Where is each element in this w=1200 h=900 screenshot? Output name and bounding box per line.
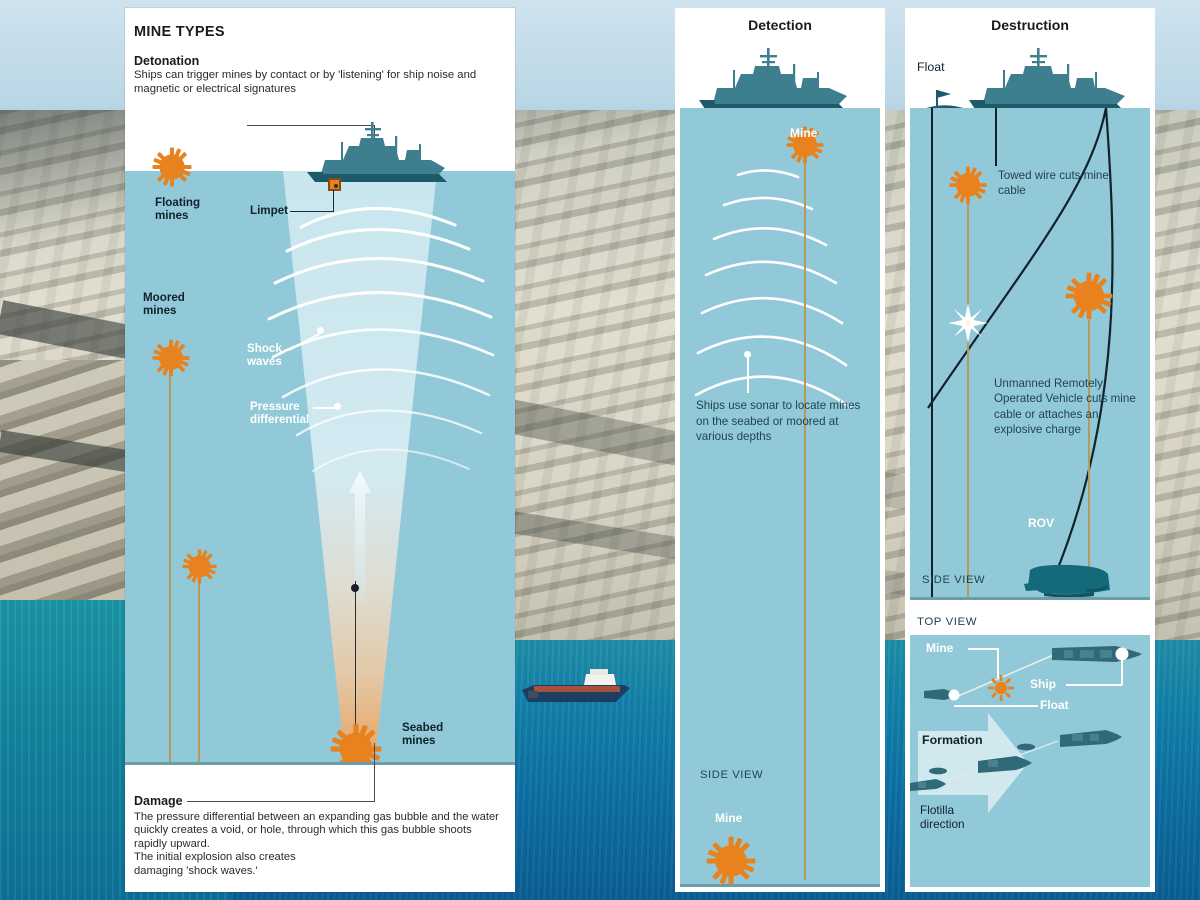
destruction-panel: Destruction Float [905,8,1155,892]
damage-line-1: The pressure differential between an exp… [134,811,469,823]
label-top-float: Float [1040,698,1069,712]
mine-leader [997,648,999,678]
towed-wire [927,108,1114,579]
naval-mine-icon [949,166,987,204]
label-floating-mines: Floating mines [155,196,201,223]
mine-leader [968,648,998,650]
destruction-water-area: Towed wire cuts mine cable Unmanned Remo… [910,108,1150,600]
detonation-origin-dot [351,584,359,592]
naval-mine-icon [786,126,824,164]
pressure-leader-dot [334,403,341,410]
limpet-leader [290,211,334,212]
towed-wire-leader [995,108,997,166]
label-float: Float [917,60,945,74]
label-seabed-mines: Seabed mines [402,721,444,748]
detection-title: Detection [748,17,812,33]
damage-line-5: damaging 'shock waves.' [134,864,258,877]
explosion-starburst-icon [948,303,988,343]
destruction-title: Destruction [991,17,1069,33]
detection-side-view-tag: SIDE VIEW [700,769,764,781]
damage-leader-line [374,743,375,802]
detonation-heading: Detonation [134,54,200,68]
limpet-mine-icon [328,178,341,191]
detonation-body: Ships can trigger mines by contact or by… [134,69,477,95]
warship-icon [699,48,847,112]
damage-leader-line [187,801,375,802]
flotilla-direction-label: Flotilla direction [920,803,965,832]
label-top-mine: Mine [926,641,954,655]
detection-panel: Detection [675,8,885,892]
mine-cable [198,581,200,763]
damage-line-4: The initial explosion also creates [134,851,296,864]
flotilla-formation [910,730,1122,791]
ship-leader [1121,655,1123,685]
label-pressure-differential: Pressure differential [250,400,310,427]
warship-icon [969,48,1125,112]
damage-body: The pressure differential between an exp… [134,811,506,878]
formation-title: Formation [922,733,983,747]
cargo-ship-icon [522,669,630,702]
naval-mine-icon [1065,272,1113,320]
mine-cable [169,373,171,763]
damage-line-3: shoots rapidly upward. [134,824,472,850]
label-top-ship: Ship [1030,677,1056,691]
destruction-top-view-area: Mine Ship Float Formation Flotilla direc… [910,635,1150,887]
ship-leader [1066,684,1122,686]
mine-types-panel: MINE TYPES Detonation Ships can trigger … [125,8,515,892]
float-leader [954,705,1038,707]
minesweep-tow-line [918,652,1059,813]
pressure-leader [313,407,337,409]
detection-body-text: Ships use sonar to locate mines on the s… [696,399,861,443]
label-shock-waves: Shock waves [247,342,282,369]
destruction-top-view-tag: TOP VIEW [917,616,978,628]
towed-wire-text: Towed wire cuts mine cable [998,169,1109,198]
warship-icon [307,122,447,182]
mine-types-water-area: Floating mines Moored mines Seabed mines… [125,171,515,765]
shock-waves-arcs [267,206,495,472]
mine-cable [1088,320,1090,600]
damage-line-2: water quickly creates a void, or hole, t… [134,811,499,837]
float-tether-line [931,108,933,600]
mine-cable [804,155,806,880]
naval-mine-icon [152,339,190,377]
float-top-view-icon [924,689,960,701]
detonation-leader-line [247,125,375,126]
detonation-axis-line [355,581,357,763]
rov-description: Unmanned Remotely Operated Vehicle cuts … [994,377,1136,437]
shock-waves-leader-dot [317,327,324,334]
naval-mine-icon [182,549,217,584]
rov-vehicle-icon [1024,564,1110,598]
sonar-waves [694,169,852,409]
mine-cable [967,200,969,600]
label-moored-mines: Moored mines [143,291,185,318]
naval-mine-top-view-icon [988,675,1014,701]
limpet-leader [333,190,334,212]
damage-heading: Damage [134,794,183,808]
rov-label: ROV [1028,516,1055,530]
warship-top-view-icon [1052,646,1142,662]
page-title: MINE TYPES [134,24,225,40]
label-mine-top: Mine [790,126,818,140]
detection-water-area: Mine Ships use sonar to locate mines on … [680,108,880,887]
seabed-line [125,762,515,765]
destruction-side-view-tag: SIDE VIEW [922,574,986,586]
sonar-leader [747,357,749,393]
label-mine-bottom: Mine [715,811,743,825]
pressure-differential-cone [283,171,437,757]
seabed-line [910,597,1150,600]
sonar-leader-dot [744,351,751,358]
seabed-line [680,884,880,887]
naval-mine-icon [152,147,192,187]
label-limpet: Limpet [250,204,289,217]
naval-mine-icon [706,836,756,886]
